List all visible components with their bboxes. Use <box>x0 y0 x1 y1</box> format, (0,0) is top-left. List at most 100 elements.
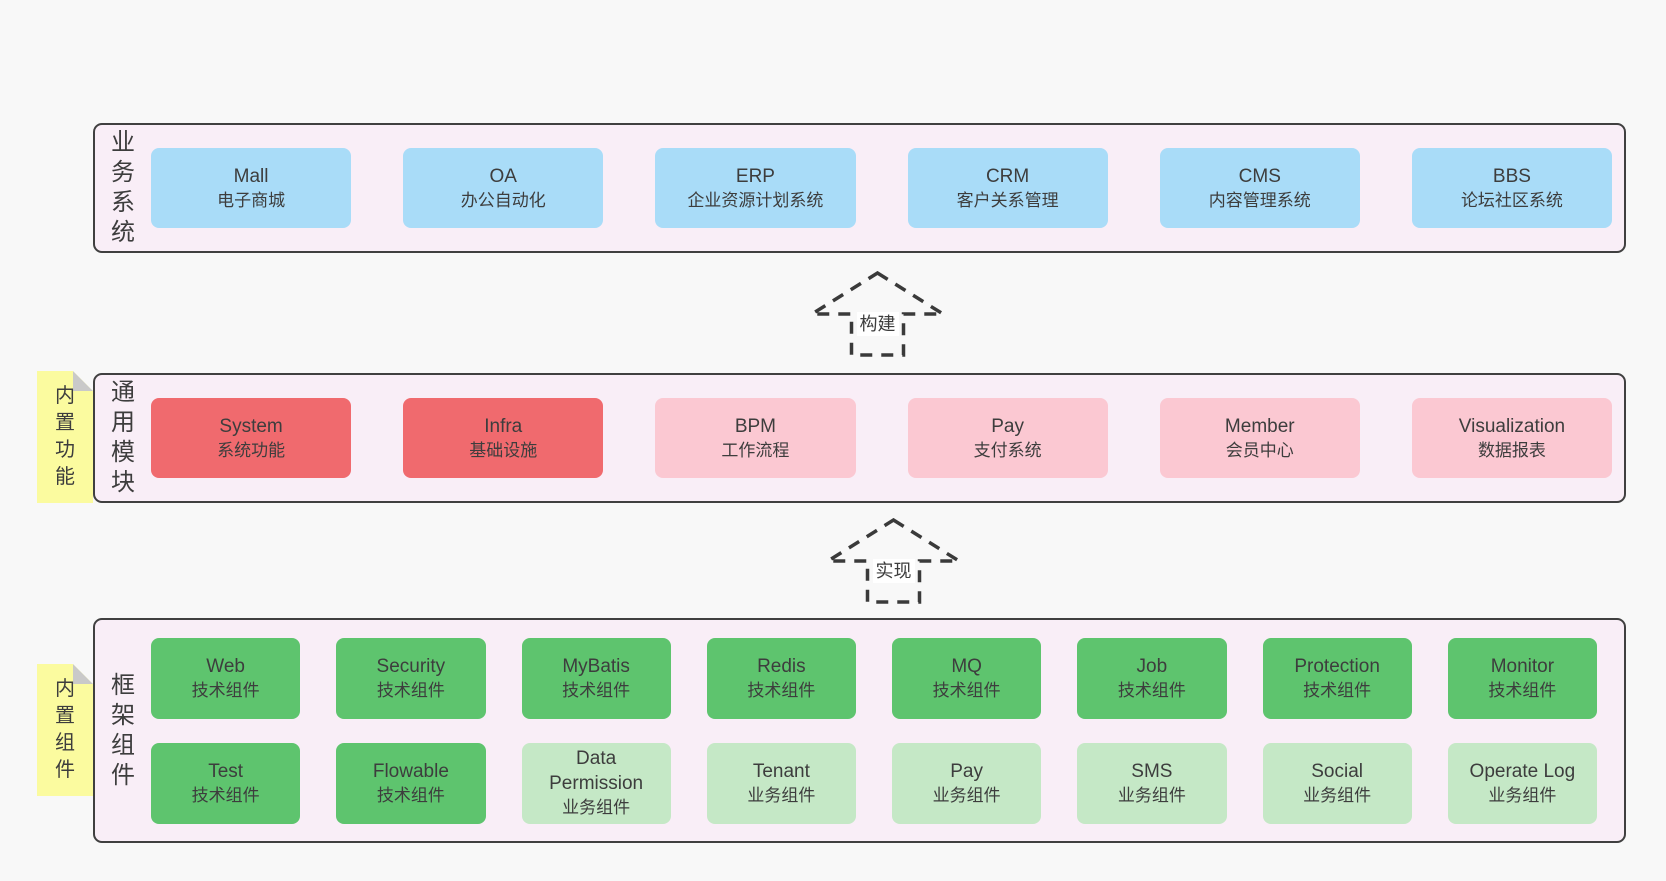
box-protection: Protection 技术组件 <box>1262 637 1412 719</box>
box-tenant: Tenant 业务组件 <box>706 742 856 824</box>
box-name: MyBatis <box>562 655 630 677</box>
box-subtitle: 基础设施 <box>469 440 538 460</box>
box-subtitle: 数据报表 <box>1477 440 1546 460</box>
box-erp: ERP 企业资源计划系统 <box>655 148 856 228</box>
dashed-up-arrow-icon <box>826 518 961 604</box>
box-security: Security 技术组件 <box>336 637 486 719</box>
box-name: Tenant <box>752 760 810 782</box>
box-mall: Mall 电子商城 <box>151 148 352 228</box>
layer-business-systems: 业务系统 Mall 电子商城 OA 办公自动化 ERP 企业资源计划系统 CRM… <box>93 123 1626 253</box>
box-subtitle: 会员中心 <box>1225 440 1294 460</box>
box-subtitle: 支付系统 <box>973 440 1042 460</box>
box-name: Mall <box>233 165 269 187</box>
arrow-build-up: 构建 <box>810 271 945 357</box>
box-flowable: Flowable 技术组件 <box>336 742 486 824</box>
fold-corner-icon <box>73 371 93 391</box>
box-monitor: Monitor 技术组件 <box>1447 637 1597 719</box>
box-subtitle: 技术组件 <box>376 785 445 805</box>
box-name: CRM <box>985 165 1030 187</box>
tab-text: 内置功能 <box>55 385 75 488</box>
layer-framework-components-label: 框架组件 <box>95 620 151 841</box>
box-name: Redis <box>757 655 806 677</box>
box-name: Protection <box>1294 655 1380 677</box>
box-operate-log: Operate Log 业务组件 <box>1447 742 1597 824</box>
box-subtitle: 工作流程 <box>721 440 790 460</box>
layer-label-text: 业务系统 <box>111 129 135 246</box>
box-subtitle: 业务组件 <box>562 798 631 817</box>
box-subtitle: 技术组件 <box>1488 680 1557 700</box>
framework-components-rows: Web 技术组件 Security 技术组件 MyBatis 技术组件 Redi… <box>151 620 1624 841</box>
box-cms: CMS 内容管理系统 <box>1159 148 1360 228</box>
box-data-permission: Data Permission 业务组件 <box>521 742 671 824</box>
box-subtitle: 技术组件 <box>562 680 631 700</box>
box-pay: Pay 支付系统 <box>907 398 1108 478</box>
box-subtitle: 业务组件 <box>1117 785 1186 805</box>
box-test: Test 技术组件 <box>151 742 301 824</box>
sticky-tab-built-in-features: 内置功能 <box>37 371 93 503</box>
build-label: 构建 <box>856 312 899 336</box>
box-name: Visualization <box>1458 415 1566 437</box>
layer-label-text: 通用模块 <box>111 379 135 496</box>
box-name: BBS <box>1492 165 1531 187</box>
box-bpm: BPM 工作流程 <box>655 398 856 478</box>
box-subtitle: 技术组件 <box>747 680 816 700</box>
framework-components-row-2: Test 技术组件 Flowable 技术组件 Data Permission … <box>151 742 1597 824</box>
box-subtitle: 企业资源计划系统 <box>687 190 824 210</box>
box-name: Pay <box>991 415 1024 437</box>
layer-business-systems-label: 业务系统 <box>95 125 151 251</box>
box-subtitle: 技术组件 <box>1303 680 1372 700</box>
box-name: MQ <box>951 655 982 677</box>
box-subtitle: 技术组件 <box>376 680 445 700</box>
arrow-implement-up: 实现 <box>826 518 961 604</box>
sticky-tab-built-in-components: 内置组件 <box>37 664 93 796</box>
implement-label: 实现 <box>872 559 915 583</box>
business-systems-boxes: Mall 电子商城 OA 办公自动化 ERP 企业资源计划系统 CRM 客户关系… <box>151 125 1624 251</box>
box-visualization: Visualization 数据报表 <box>1411 398 1613 478</box>
box-name: CMS <box>1238 165 1281 187</box>
box-name: Security <box>376 655 446 677</box>
dashed-up-arrow-icon <box>810 271 945 357</box>
box-name: Social <box>1311 760 1363 782</box>
box-subtitle: 电子商城 <box>217 190 286 210</box>
box-subtitle: 技术组件 <box>932 680 1001 700</box>
box-oa: OA 办公自动化 <box>403 148 604 228</box>
box-infra: Infra 基础设施 <box>403 398 604 478</box>
box-system: System 系统功能 <box>151 398 352 478</box>
box-name: Member <box>1224 415 1295 437</box>
box-name: Data Permission <box>549 748 644 794</box>
box-mq: MQ 技术组件 <box>892 637 1042 719</box>
layer-framework-components: 框架组件 Web 技术组件 Security 技术组件 MyBatis 技术组件… <box>93 618 1626 843</box>
layer-label-text: 框架组件 <box>111 671 135 789</box>
box-web: Web 技术组件 <box>151 637 301 719</box>
box-subtitle: 技术组件 <box>191 785 260 805</box>
box-name: Web <box>206 655 245 677</box>
layer-common-modules-label: 通用模块 <box>95 375 151 501</box>
box-member: Member 会员中心 <box>1159 398 1360 478</box>
box-subtitle: 客户关系管理 <box>956 190 1059 210</box>
box-name: ERP <box>735 165 775 187</box>
box-name: Pay <box>950 760 983 782</box>
box-pay-biz: Pay 业务组件 <box>892 742 1042 824</box>
box-name: Monitor <box>1490 655 1555 677</box>
box-social: Social 业务组件 <box>1262 742 1412 824</box>
box-name: SMS <box>1131 760 1173 782</box>
box-subtitle: 办公自动化 <box>460 190 546 210</box>
box-name: Test <box>208 760 244 782</box>
box-subtitle: 业务组件 <box>932 785 1001 805</box>
box-name: System <box>219 415 283 437</box>
box-subtitle: 业务组件 <box>1488 785 1557 805</box>
box-mybatis: MyBatis 技术组件 <box>521 637 671 719</box>
box-subtitle: 业务组件 <box>747 785 816 805</box>
framework-components-row-1: Web 技术组件 Security 技术组件 MyBatis 技术组件 Redi… <box>151 637 1597 719</box>
box-redis: Redis 技术组件 <box>706 637 856 719</box>
box-job: Job 技术组件 <box>1077 637 1227 719</box>
box-name: Infra <box>484 415 523 437</box>
box-subtitle: 内容管理系统 <box>1208 190 1311 210</box>
box-subtitle: 技术组件 <box>191 680 260 700</box>
box-name: BPM <box>734 415 777 437</box>
fold-corner-icon <box>73 664 93 684</box>
box-name: Operate Log <box>1469 760 1576 782</box>
box-subtitle: 系统功能 <box>217 440 286 460</box>
box-bbs: BBS 论坛社区系统 <box>1411 148 1613 228</box>
